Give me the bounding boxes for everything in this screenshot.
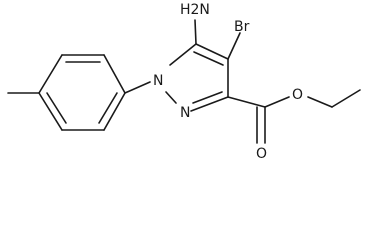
substituents [194, 19, 361, 144]
c5-c4-bond [195, 43, 229, 60]
c3-n2-bond [190, 96, 229, 112]
ring-double-bond [98, 92, 118, 124]
ring-double-bond [46, 92, 67, 124]
n2-label: N [180, 105, 190, 121]
amino-label: H2N [180, 2, 210, 18]
molecule-drawing: H2N Br N N O O [7, 2, 361, 162]
c5-c4-double-bond [193, 51, 224, 66]
ester-o-label: O [292, 87, 303, 103]
c3-n2-double-bond [192, 91, 223, 104]
ring-bond [103, 54, 126, 94]
amino-bond [194, 19, 197, 45]
n1-n2-bond [165, 91, 177, 104]
ring-bond [38, 54, 63, 94]
ethyl-bond [307, 96, 333, 108]
ethyl-ch3-bond [331, 89, 361, 108]
structure-diagram: H2N Br N N O O [7, 2, 361, 162]
ester-bond [227, 96, 266, 108]
tolyl-ring [7, 54, 151, 131]
carbonyl-o-label: O [256, 146, 267, 162]
pyrazole-ring [165, 43, 229, 112]
bromo-label: Br [234, 19, 250, 35]
bromo-bond [227, 32, 241, 60]
aryl-n-bond [124, 81, 151, 94]
ester-o-bond [264, 96, 290, 108]
ring-bond [38, 92, 63, 131]
n1-label: N [153, 73, 163, 89]
ring-bond [103, 92, 126, 131]
atom-labels: H2N Br N N O O [153, 2, 303, 162]
n1-c5-bond [169, 43, 197, 66]
